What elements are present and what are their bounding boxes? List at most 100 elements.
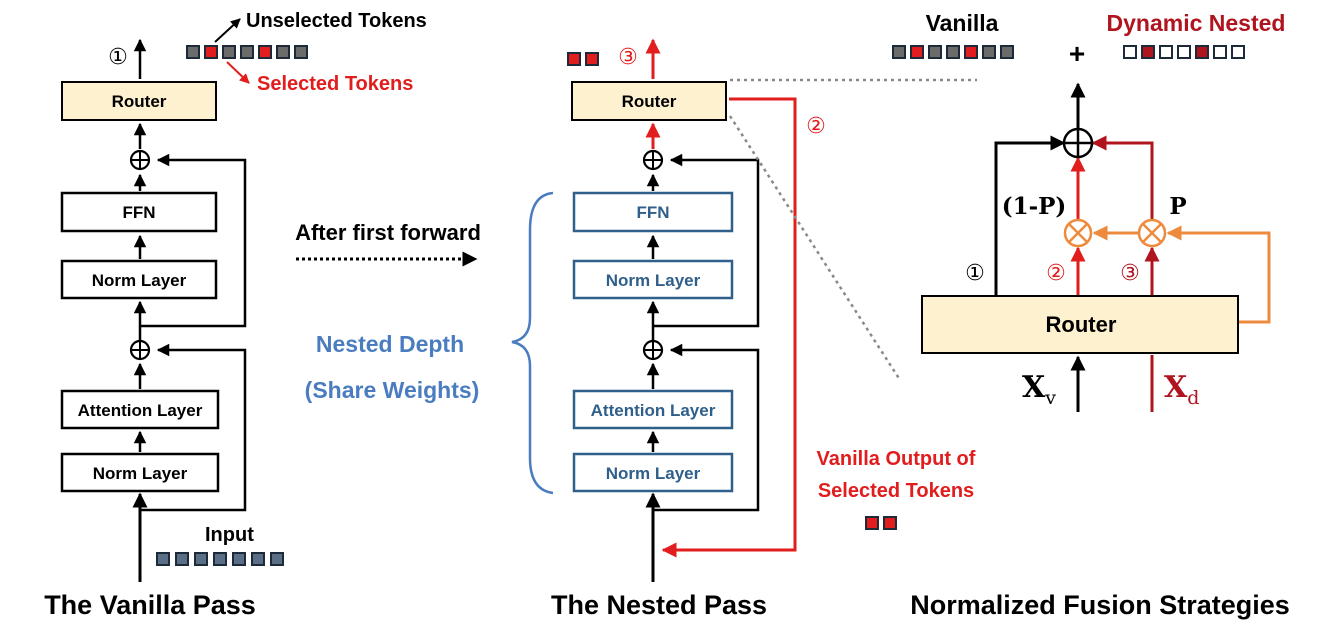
dynamic-nested-label: Dynamic Nested xyxy=(1107,10,1286,36)
selected-tokens-icon xyxy=(865,516,897,530)
vanilla-output-label-line1: Vanilla Output of xyxy=(817,448,976,470)
multiply-icon xyxy=(1063,218,1093,248)
token-square xyxy=(1141,45,1155,59)
token-square xyxy=(892,45,906,59)
add-icon xyxy=(642,149,664,171)
vanilla-residual-top xyxy=(140,153,247,328)
nested-norm-bottom-block xyxy=(572,452,734,493)
add-icon xyxy=(129,339,151,361)
nested-router-label: Router xyxy=(622,92,677,111)
nested-pass: Router FFN Norm Layer Attention Layer No… xyxy=(551,38,976,620)
token-square xyxy=(222,45,236,59)
token-square xyxy=(567,52,581,66)
token-square xyxy=(194,552,208,566)
token-square xyxy=(175,552,189,566)
vanilla-norm-bottom-label: Norm Layer xyxy=(93,464,188,483)
unselected-tokens-label: Unselected Tokens xyxy=(246,10,427,32)
token-square xyxy=(276,45,290,59)
vanilla-attention-block xyxy=(60,389,220,430)
fusion-router-label: Router xyxy=(1046,312,1117,337)
nested-attention-block xyxy=(572,389,734,430)
nested-attention-label: Attention Layer xyxy=(591,401,716,420)
vanilla-output-loop-arrow xyxy=(661,97,797,558)
token-square xyxy=(1177,45,1191,59)
token-square xyxy=(213,552,227,566)
fusion-vanilla-strip xyxy=(892,45,1014,59)
token-square xyxy=(270,552,284,566)
token-square xyxy=(232,552,246,566)
vanilla-output-label-line2: Selected Tokens xyxy=(818,480,974,502)
fusion-nested-strip xyxy=(1123,45,1245,59)
nested-norm-top-label: Norm Layer xyxy=(606,271,701,290)
nested-output-marker: ③ xyxy=(618,44,638,69)
nested-residual-top xyxy=(653,153,760,328)
multiply-icon xyxy=(1137,218,1167,248)
token-square xyxy=(585,52,599,66)
xd-label: Xd xyxy=(1164,370,1199,409)
token-square xyxy=(156,552,170,566)
path-1-arrow xyxy=(994,135,1066,296)
token-square xyxy=(1000,45,1014,59)
nested-output-tokens xyxy=(567,52,599,66)
zoom-guide-bottom xyxy=(728,115,902,381)
input-token-strip xyxy=(156,552,284,566)
unselected-tokens-pointer xyxy=(214,18,241,43)
token-square xyxy=(982,45,996,59)
token-square xyxy=(865,516,879,530)
p-label: P xyxy=(1169,193,1186,220)
middle-annotations: After first forward Nested Depth (Share … xyxy=(295,191,554,495)
path-3-to-add xyxy=(1091,135,1154,220)
token-square xyxy=(1195,45,1209,59)
p-control-arrow xyxy=(1166,225,1271,324)
nested-ffn-label: FFN xyxy=(636,203,669,222)
one-minus-p-label: (1-P) xyxy=(1002,193,1067,220)
vanilla-token-strip xyxy=(186,45,308,59)
nested-ffn-block xyxy=(572,191,734,233)
nested-norm-bottom-label: Norm Layer xyxy=(606,464,701,483)
input-label: Input xyxy=(205,524,254,546)
fusion-add-icon xyxy=(1062,127,1094,159)
token-square xyxy=(946,45,960,59)
after-first-forward-label: After first forward xyxy=(295,220,481,245)
token-square xyxy=(1231,45,1245,59)
token-square xyxy=(251,552,265,566)
nested-depth-brace xyxy=(511,191,554,495)
share-weights-label: (Share Weights) xyxy=(305,377,480,403)
selected-tokens-label: Selected Tokens xyxy=(257,73,413,95)
fusion-panel: Vanilla Dynamic Nested + xyxy=(892,10,1290,620)
vanilla-label: Vanilla xyxy=(926,10,999,36)
add-icon xyxy=(129,149,151,171)
fusion-router-block xyxy=(921,295,1239,354)
vanilla-router-block xyxy=(61,81,217,121)
token-square xyxy=(1213,45,1227,59)
vanilla-norm-top-block xyxy=(60,259,218,300)
selected-tokens-pointer xyxy=(226,61,250,84)
fusion-marker-3: ③ xyxy=(1120,260,1140,285)
token-square xyxy=(294,45,308,59)
fusion-marker-2: ② xyxy=(1046,260,1066,285)
xv-label: Xv xyxy=(1022,370,1056,409)
vanilla-router-label: Router xyxy=(112,92,167,111)
add-icon xyxy=(642,339,664,361)
nested-router-block xyxy=(571,81,727,121)
vanilla-norm-top-label: Norm Layer xyxy=(92,271,187,290)
vanilla-attention-label: Attention Layer xyxy=(78,401,203,420)
vanilla-residual-bottom xyxy=(140,343,247,512)
token-square xyxy=(910,45,924,59)
vanilla-pass: Router FFN Norm Layer Attention Layer No… xyxy=(44,10,427,620)
token-square xyxy=(258,45,272,59)
nested-path-marker: ② xyxy=(806,113,826,138)
vanilla-pass-caption: The Vanilla Pass xyxy=(44,590,256,620)
nested-residual-bottom xyxy=(653,343,760,512)
token-square xyxy=(928,45,942,59)
vanilla-ffn-block xyxy=(60,191,218,233)
fusion-caption: Normalized Fusion Strategies xyxy=(910,590,1290,620)
token-square xyxy=(964,45,978,59)
vanilla-norm-bottom-block xyxy=(60,452,220,493)
nested-depth-label: Nested Depth xyxy=(316,331,464,357)
vanilla-output-marker: ① xyxy=(108,44,128,69)
token-square xyxy=(1159,45,1173,59)
fusion-marker-1: ① xyxy=(965,260,985,285)
token-square xyxy=(240,45,254,59)
